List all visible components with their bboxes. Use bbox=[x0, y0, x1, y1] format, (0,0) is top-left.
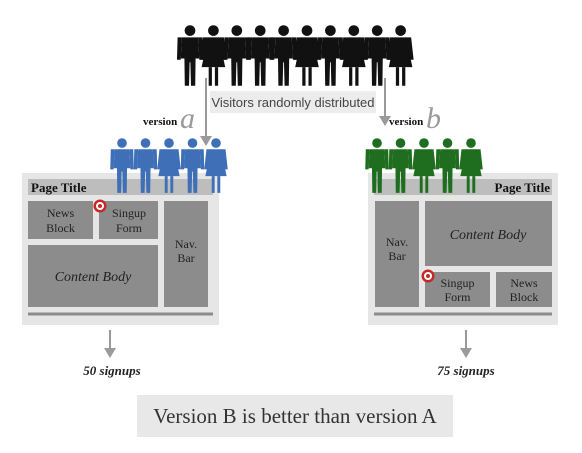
person-icon bbox=[387, 25, 414, 86]
result-a-text: 50 signups bbox=[83, 363, 140, 378]
page-b-signup-form bbox=[425, 272, 490, 307]
person-icon bbox=[293, 25, 321, 86]
page-b-content-body bbox=[425, 201, 552, 266]
page-a-news-line2: Block bbox=[46, 221, 75, 235]
distribution-label-bg bbox=[210, 91, 376, 113]
person-icon bbox=[364, 25, 391, 86]
page-b-titlebar bbox=[374, 179, 552, 195]
page-b-news-line2: Block bbox=[510, 290, 539, 304]
page-a-nav-bar bbox=[164, 201, 208, 307]
page-b-news-line1: News bbox=[510, 276, 538, 290]
visitor-crowd bbox=[176, 25, 414, 86]
person-icon bbox=[176, 25, 204, 86]
person-icon bbox=[317, 25, 344, 86]
page-b-signup-line2: Form bbox=[444, 290, 471, 304]
page-a-news-block bbox=[28, 201, 93, 239]
page-a-title: Page Title bbox=[31, 180, 87, 195]
result-arrow-b-head bbox=[460, 348, 472, 358]
arrow-head-a bbox=[200, 136, 212, 146]
person-icon bbox=[270, 25, 297, 86]
version-a-word: version bbox=[143, 116, 177, 128]
page-b-news-block bbox=[496, 272, 552, 307]
page-a-nav-line1: Nav. bbox=[175, 237, 197, 251]
version-a-letter: a bbox=[180, 102, 195, 135]
page-a-signup-line1: Singup bbox=[112, 206, 146, 220]
result-arrow-a-head bbox=[104, 348, 116, 358]
version-b-letter: b bbox=[426, 102, 441, 135]
distribution-label: Visitors randomly distributed bbox=[211, 95, 374, 110]
person-icon bbox=[340, 25, 367, 86]
target-icon-a bbox=[93, 199, 107, 213]
page-b-nav-line2: Bar bbox=[388, 249, 405, 263]
person-icon bbox=[247, 25, 274, 86]
arrow-head-b bbox=[379, 116, 391, 126]
version-b-word: version bbox=[389, 116, 423, 128]
person-icon bbox=[200, 25, 227, 86]
person-icon bbox=[223, 25, 250, 86]
page-a-nav-line2: Bar bbox=[177, 251, 194, 265]
page-a-signup-line2: Form bbox=[116, 221, 143, 235]
page-b-content-label: Content Body bbox=[450, 228, 527, 243]
version-a-page: Page Title News Block Singup Form Nav. B… bbox=[22, 173, 219, 325]
page-b-nav-line1: Nav. bbox=[386, 235, 408, 249]
version-b-page: Page Title Nav. Bar Content Body Singup … bbox=[368, 173, 558, 325]
page-a-content-body bbox=[28, 245, 158, 307]
page-b-signup-line1: Singup bbox=[440, 276, 474, 290]
result-b-text: 75 signups bbox=[437, 363, 494, 378]
page-a-news-line1: News bbox=[47, 206, 75, 220]
target-icon-b bbox=[421, 269, 435, 283]
page-b-title: Page Title bbox=[495, 180, 551, 195]
page-b-nav-bar bbox=[375, 201, 419, 307]
page-a-signup-form bbox=[99, 201, 158, 239]
conclusion-banner: Version B is better than version A bbox=[137, 395, 453, 437]
page-a-content-label: Content Body bbox=[55, 270, 132, 285]
